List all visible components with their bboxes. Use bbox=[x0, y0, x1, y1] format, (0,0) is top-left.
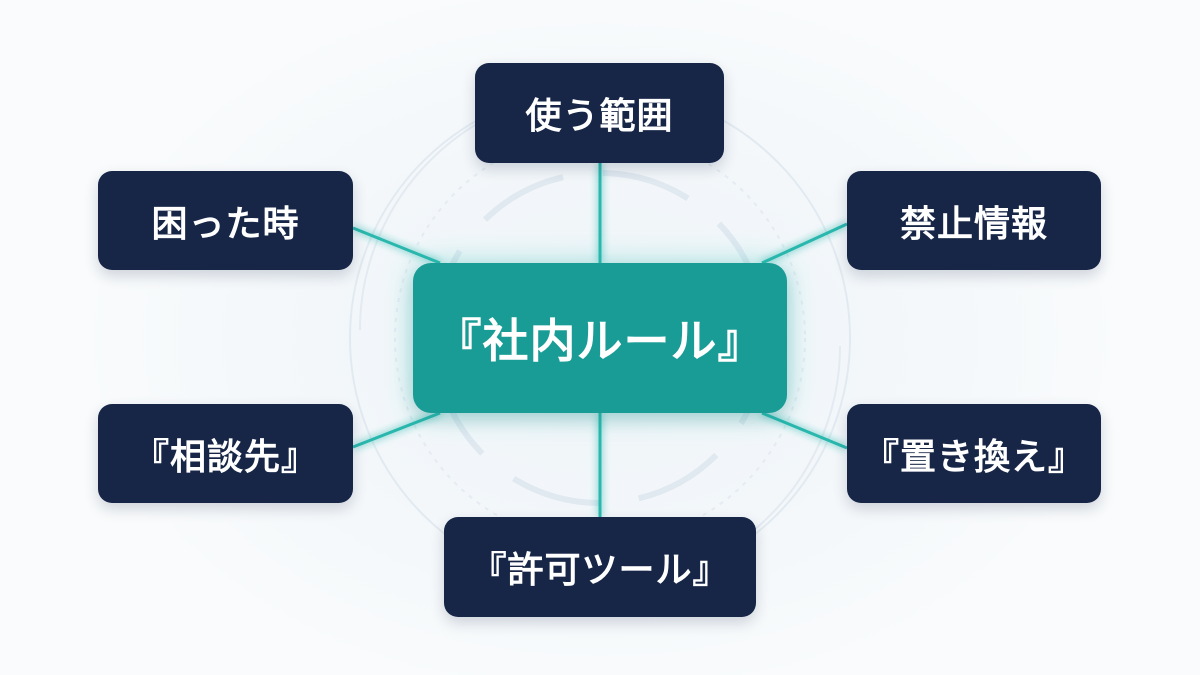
connector-right-top bbox=[761, 222, 848, 265]
connector-right-bottom bbox=[761, 411, 848, 450]
node-right-top: 禁止情報 bbox=[847, 171, 1101, 270]
node-left-top-label: 困った時 bbox=[151, 203, 300, 245]
connector-left-bottom bbox=[352, 411, 441, 449]
node-right-top-label: 禁止情報 bbox=[899, 203, 1048, 245]
node-right-bottom-label: 『置き換え』 bbox=[862, 436, 1085, 478]
node-left-bottom-label: 『相談先』 bbox=[132, 436, 318, 478]
center-node-label: 『社内ルール』 bbox=[435, 314, 765, 368]
node-right-bottom: 『置き換え』 bbox=[847, 404, 1101, 503]
center-node: 『社内ルール』 bbox=[413, 263, 787, 413]
node-top-label: 使う範囲 bbox=[525, 96, 674, 137]
connector-left-top bbox=[352, 226, 441, 265]
node-bottom-label: 『許可ツール』 bbox=[470, 550, 730, 591]
node-left-top: 困った時 bbox=[98, 171, 353, 270]
node-bottom: 『許可ツール』 bbox=[444, 517, 756, 617]
node-top: 使う範囲 bbox=[475, 63, 724, 163]
node-left-bottom: 『相談先』 bbox=[98, 404, 353, 503]
